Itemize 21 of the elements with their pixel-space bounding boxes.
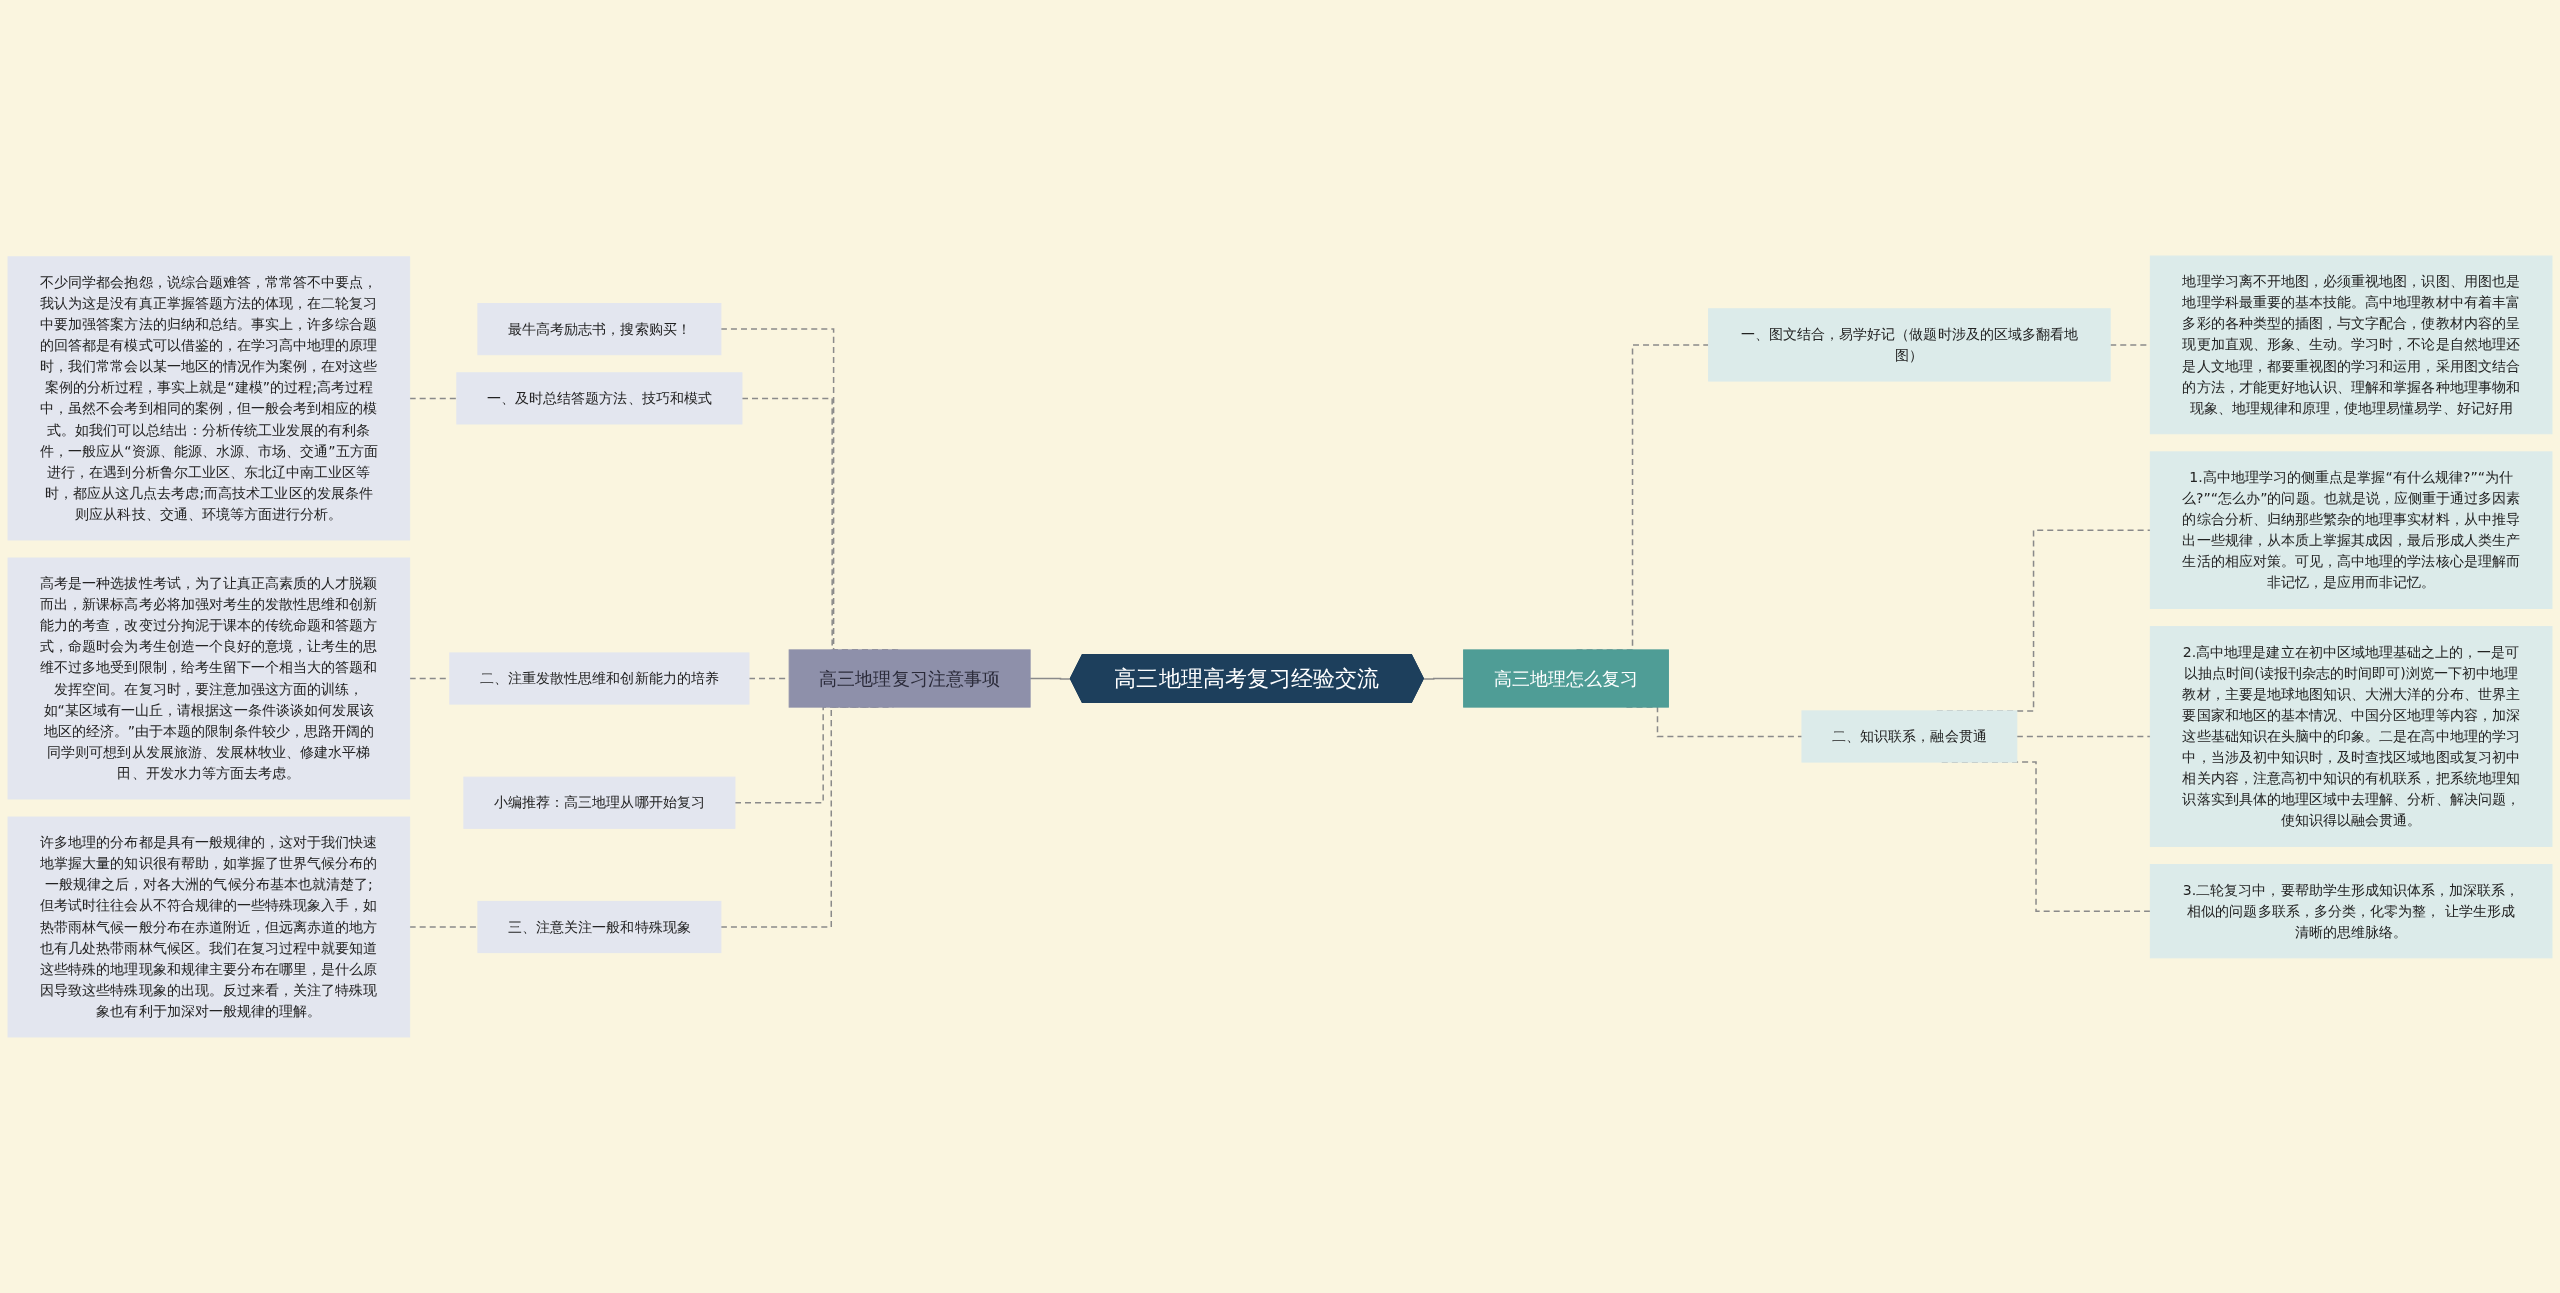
node-box: 许多地理的分布都是具有一般规律的，这对于我们快速地掌握大量的知识很有帮助，如掌握了世界气候分布的一般规律之后，对各大洲的气候分布基本也就清楚了;但考试时往往会从不符合规律的一些特殊现象入手，如热带雨林气候一般分布在赤道附近，但远离赤道的地方也有几处热带雨林气候区。我们在复习过程中就要知道这些特殊的地理现象和规律主要分布在哪里，是什么原因导致这些特殊现象的出现。反过来看，关注了特殊现象也有利于加深对一般规律的理解。 (7, 816, 411, 1038)
connector (1029, 677, 1072, 680)
node-box: 高三地理怎么复习 (1463, 649, 1669, 708)
node-box: 最牛高考励志书，搜索购买！ (477, 303, 722, 356)
node-box: 3.二轮复习中，要帮助学生形成知识体系，加深联系，相似的问题多联系，多分类，化零为整， 让学生形成清晰的思维脉络。 (2149, 864, 2553, 959)
connector (408, 926, 479, 928)
node-box: 二、注重发散性思维和创新能力的培养 (449, 652, 750, 705)
node-box: 高考是一种选拔性考试，为了让真正高素质的人才脱颖而出，新课标高考必将加强对考生的发散性思维和创新能力的考查，改变过分拘泥于课本的传统命题和答题方式，命题时会为考生创造一个良好的意境，让考生的思维不过多地受到限制，给考生留下一个相当大的答题和发挥空间。在复习时，要注意加强这方面的训练，如“某区域有一山丘，请根据这一条件谈谈如何发展该地区的经济。”由于本题的限制条件较少，思路开阔的同学则可想到从发展旅游、发展林牧业、修建水平梯田、开发水力等方面去考虑。 (7, 557, 411, 800)
node-box: 2.高中地理是建立在初中区域地理基础之上的，一是可以抽点时间(读报刊杂志的时间即可)浏览一下初中地理教材，主要是地球地图知识、大洲大洋的分布、世界主要国家和地区的基本情况、中国分区地理等内容，加深这些基础知识在头脑中的印象。二是在高中地理的学习中，当涉及初中知识时，及时查找区域地图或复习初中相关内容，注意高初中知识的有机联系，把系统地理知识落实到具体的地理区域中去理解、分析、解决问题，使知识得以融会贯通。 (2149, 626, 2553, 847)
node-box: 一、图文结合，易学好记（做题时涉及的区域多翻看地图） (1708, 308, 2111, 382)
node-box: 高三地理复习注意事项 (788, 649, 1031, 708)
node-box: 不少同学都会抱怨，说综合题难答，常常答不中要点，我认为这是没有真正掌握答题方法的体现，在二轮复习中要加强答案方法的归纳和总结。事实上，许多综合题的回答都是有模式可以借鉴的，在学习高中地理的原理时，我们常常会以某一地区的情况作为案例，在对这些案例的分析过程，事实上就是“建模”的过程;高考过程中，虽然不会考到相同的案例，但一般会考到相应的模式。如我们可以总结出：分析传统工业发展的有利条件，一般应从“资源、能源、水源、市场、交通”五方面进行，在遇到分析鲁尔工业区、东北辽中南工业区等时，都应从这几点去考虑;而高技术工业区的发展条件则应从科技、交通、环境等方面进行分析。 (7, 256, 411, 541)
node-box: 三、注意关注一般和特殊现象 (477, 900, 722, 954)
node-box: 1.高中地理学习的侧重点是掌握“有什么规律?”“为什么?”“怎么办”的问题。也就是说，应侧重于通过多因素的综合分析、归纳那些繁杂的地理事实材料，从中推导出一些规律，从本质上掌握其成因，最后形成人类生产生活的相应对策。可见，高中地理的学法核心是理解而非记忆，是应用而非记忆。 (2149, 451, 2553, 609)
connector (2016, 735, 2152, 738)
node-box: 小编推荐：高三地理从哪开始复习 (463, 776, 736, 829)
node-box: 二、知识联系，融会贯通 (1801, 710, 2018, 763)
connector (1423, 677, 1465, 680)
connector (408, 397, 458, 400)
node-box: 地理学习离不开地图，必须重视地图，识图、用图也是地理学科最重要的基本技能。高中地理教材中有着丰富多彩的各种类型的插图，与文字配合，使教材内容的呈现更加直观、形象、生动。学习时，不论是自然地理还是人文地理，都要重视图的学习和运用，采用图文结合的方法，才能更好地认识、理解和掌握各种地理事物和现象、地理规律和原理，使地理易懂易学、好记好用 (2149, 255, 2553, 435)
node-box: 一、及时总结答题方法、技巧和模式 (456, 372, 743, 425)
